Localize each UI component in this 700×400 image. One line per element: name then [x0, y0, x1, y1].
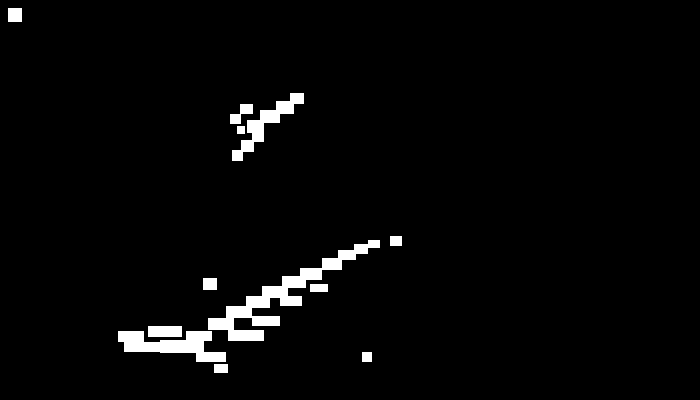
debris-trail [228, 330, 264, 341]
arrow-sprite [237, 126, 245, 134]
arrow-sprite [252, 132, 264, 142]
debris-trail [310, 284, 328, 292]
debris-dot [362, 352, 372, 362]
arrow-sprite [247, 120, 264, 133]
debris-trail [390, 236, 402, 246]
debris-block [203, 278, 217, 290]
debris-trail [280, 296, 302, 306]
arrow-sprite [230, 114, 241, 124]
debris-trail [208, 318, 234, 330]
arrow-sprite [276, 101, 294, 114]
arrow-sprite [260, 110, 280, 123]
arrow-sprite [241, 140, 254, 152]
debris-trail [186, 331, 212, 341]
debris-trail [338, 250, 356, 260]
debris-trail [252, 316, 280, 326]
debris-trail [300, 268, 322, 280]
debris-trail [354, 244, 368, 254]
debris-trail [246, 296, 270, 308]
corner-block [8, 8, 22, 22]
debris-trail [118, 331, 144, 342]
arrow-sprite [290, 93, 304, 104]
debris-trail [368, 240, 380, 248]
debris-trail [322, 258, 342, 270]
debris-trail [124, 342, 162, 352]
debris-trail [160, 340, 204, 353]
arrow-sprite [232, 150, 243, 161]
arrow-sprite [240, 104, 253, 114]
debris-trail [148, 326, 182, 337]
debris-trail [196, 352, 226, 362]
debris-trail [226, 306, 252, 318]
debris-trail [262, 286, 288, 298]
debris-trail [214, 364, 228, 373]
